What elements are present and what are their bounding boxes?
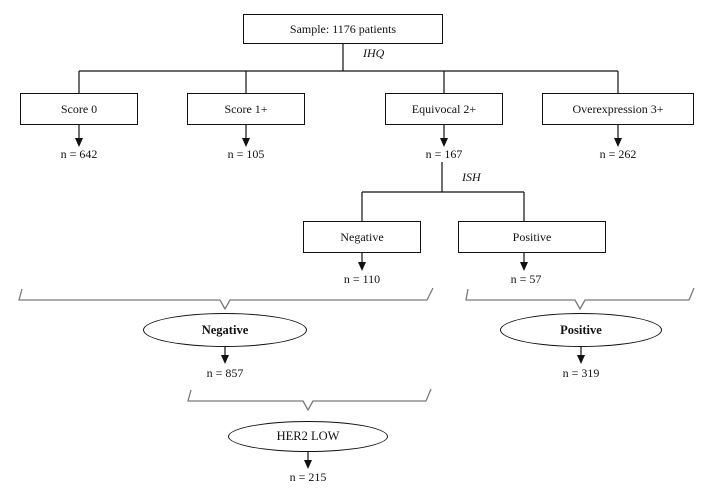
sample-node-label: Sample: 1176 patients	[289, 21, 397, 36]
her2-low-count: n = 215	[289, 470, 327, 484]
arrow-down-outcome-positive	[577, 347, 585, 364]
her2-low-label: HER2 LOW	[276, 429, 340, 443]
score-0-node: Score 0	[20, 93, 138, 125]
ish-stage-label: ISH	[462, 170, 481, 184]
outcome-negative-label: Negative	[201, 322, 249, 337]
arrow-down-ish-negative	[358, 253, 366, 271]
score-1plus-count: n = 105	[227, 147, 265, 161]
ish-negative-node: Negative	[303, 221, 421, 253]
ish-positive-node: Positive	[458, 221, 606, 253]
brace-her2low-group	[187, 388, 432, 411]
outcome-positive-label: Positive	[560, 322, 602, 337]
arrow-down-ish-positive	[520, 253, 528, 271]
ihc-tree-connector	[78, 44, 619, 93]
overexpression-3plus-label: Overexpression 3+	[572, 101, 664, 116]
ish-positive-count: n = 57	[510, 272, 542, 286]
equivocal-2plus-node: Equivocal 2+	[385, 93, 503, 125]
ish-negative-count: n = 110	[343, 272, 381, 286]
arrow-down-equivocal	[440, 125, 448, 147]
arrow-down-her2low	[304, 452, 312, 469]
equivocal-2plus-count: n = 167	[425, 147, 463, 161]
outcome-negative-ellipse: Negative	[143, 313, 307, 347]
equivocal-2plus-label: Equivocal 2+	[411, 101, 477, 116]
outcome-negative-count: n = 857	[206, 366, 244, 380]
score-0-count: n = 642	[60, 147, 98, 161]
outcome-positive-ellipse: Positive	[500, 313, 662, 347]
brace-positive-group	[465, 287, 695, 310]
sample-node: Sample: 1176 patients	[243, 14, 443, 44]
arrow-down-score1	[242, 125, 250, 147]
score-1plus-node: Score 1+	[187, 93, 305, 125]
score-1plus-label: Score 1+	[224, 101, 268, 116]
ish-positive-label: Positive	[512, 229, 552, 244]
ish-negative-label: Negative	[340, 229, 384, 244]
arrow-down-overexpression	[614, 125, 622, 147]
ihq-stage-label: IHQ	[363, 46, 385, 60]
overexpression-3plus-count: n = 262	[599, 147, 637, 161]
arrow-down-outcome-negative	[221, 347, 229, 364]
arrow-down-score0	[75, 125, 83, 147]
brace-negative-group	[18, 287, 434, 310]
overexpression-3plus-node: Overexpression 3+	[542, 93, 694, 125]
ish-tree-connector	[361, 162, 525, 221]
outcome-positive-count: n = 319	[562, 366, 600, 380]
her2-low-ellipse: HER2 LOW	[228, 421, 388, 452]
score-0-label: Score 0	[60, 101, 98, 116]
